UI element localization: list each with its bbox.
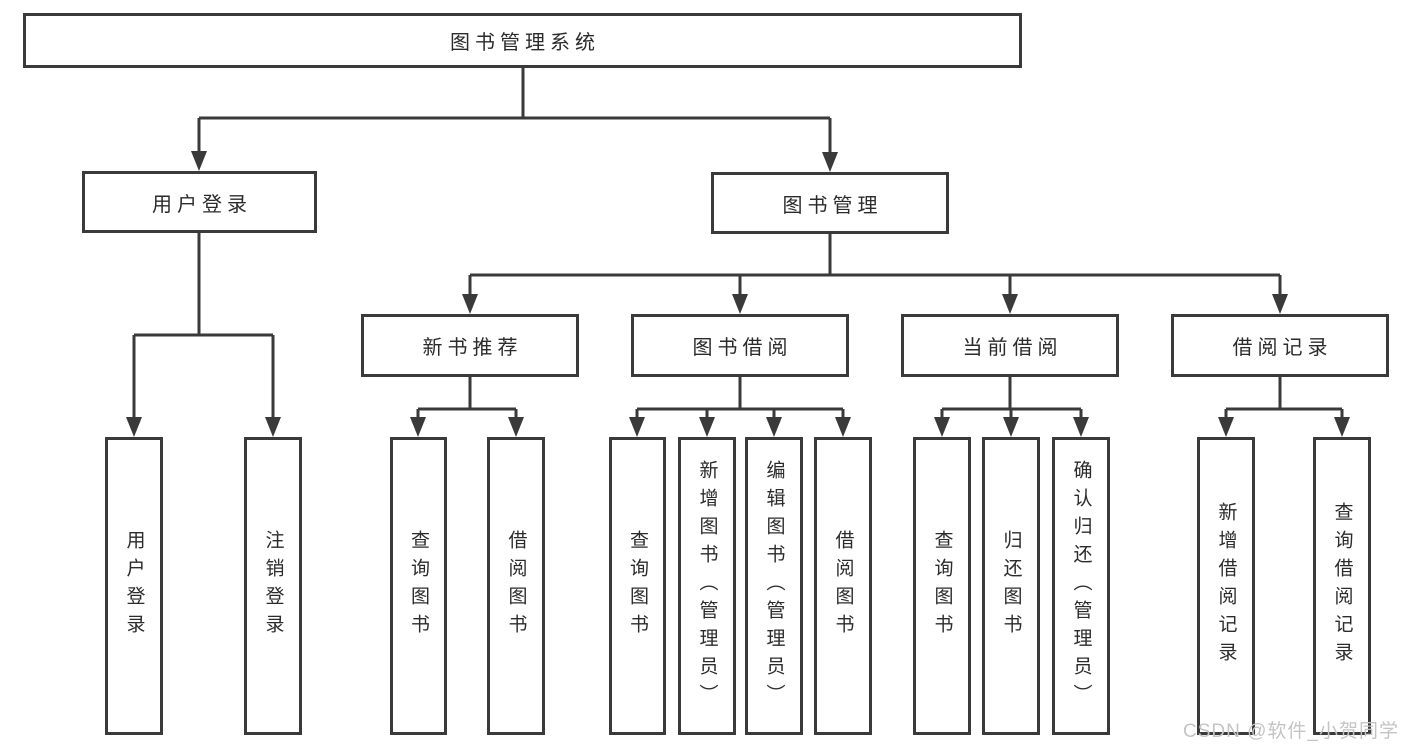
leaf-query-borrow-record: 查询借阅记录	[1313, 437, 1371, 735]
leaf-query-books-current: 查询图书	[913, 437, 971, 735]
connector	[132, 68, 1344, 423]
arrowhead-down-icon	[126, 151, 1350, 437]
node-label: 图书管理系统	[450, 32, 600, 54]
leaf-borrow-books-recommend: 借阅图书	[487, 437, 545, 735]
node-label: 归还图书	[1000, 530, 1022, 642]
leaf-confirm-return-admin: 确认归还（管理员）	[1052, 437, 1110, 735]
node-label: 图书管理	[782, 194, 883, 217]
node-label: 查询图书	[627, 530, 648, 642]
node-label: 当前借阅	[962, 337, 1063, 359]
node-label: 查询借阅记录	[1331, 502, 1353, 670]
node-label: 新增图书（管理员）	[696, 460, 718, 712]
leaf-return-books: 归还图书	[982, 437, 1040, 735]
node-label: 新增借阅记录	[1215, 502, 1237, 670]
leaf-borrow-books-borrowing: 借阅图书	[814, 437, 872, 735]
node-label: 借阅图书	[832, 530, 854, 642]
node-label: 用户登录	[152, 193, 252, 216]
node-label: 编辑图书（管理员）	[763, 460, 785, 712]
csdn-watermark: CSDN @软件_小贺同学	[1183, 721, 1399, 742]
leaf-add-book-admin: 新增图书（管理员）	[678, 437, 736, 735]
node-label: 确认归还（管理员）	[1070, 460, 1092, 712]
leaf-logout: 注销登录	[244, 437, 302, 735]
node-new-book-recommend: 新书推荐	[361, 314, 579, 377]
leaf-query-books-borrowing: 查询图书	[609, 437, 666, 735]
leaf-user-login: 用户登录	[105, 437, 163, 735]
node-label: 注销登录	[262, 530, 284, 642]
node-current-borrowing: 当前借阅	[901, 314, 1119, 377]
node-label: 图书借阅	[692, 337, 793, 359]
node-label: 查询图书	[408, 530, 429, 642]
node-label: 用户登录	[123, 530, 145, 642]
node-library-system: 图书管理系统	[23, 13, 1022, 68]
node-label: 借阅图书	[505, 530, 527, 642]
node-book-borrowing: 图书借阅	[631, 314, 849, 377]
leaf-add-borrow-record: 新增借阅记录	[1197, 437, 1255, 735]
node-label: 查询图书	[931, 530, 953, 642]
leaf-edit-book-admin: 编辑图书（管理员）	[745, 437, 803, 735]
node-borrowing-records: 借阅记录	[1171, 314, 1389, 377]
node-label: 借阅记录	[1232, 337, 1333, 359]
node-label: 新书推荐	[422, 337, 523, 359]
leaf-query-books-recommend: 查询图书	[390, 437, 447, 735]
node-user-login: 用户登录	[82, 171, 317, 233]
node-book-management: 图书管理	[711, 172, 949, 234]
